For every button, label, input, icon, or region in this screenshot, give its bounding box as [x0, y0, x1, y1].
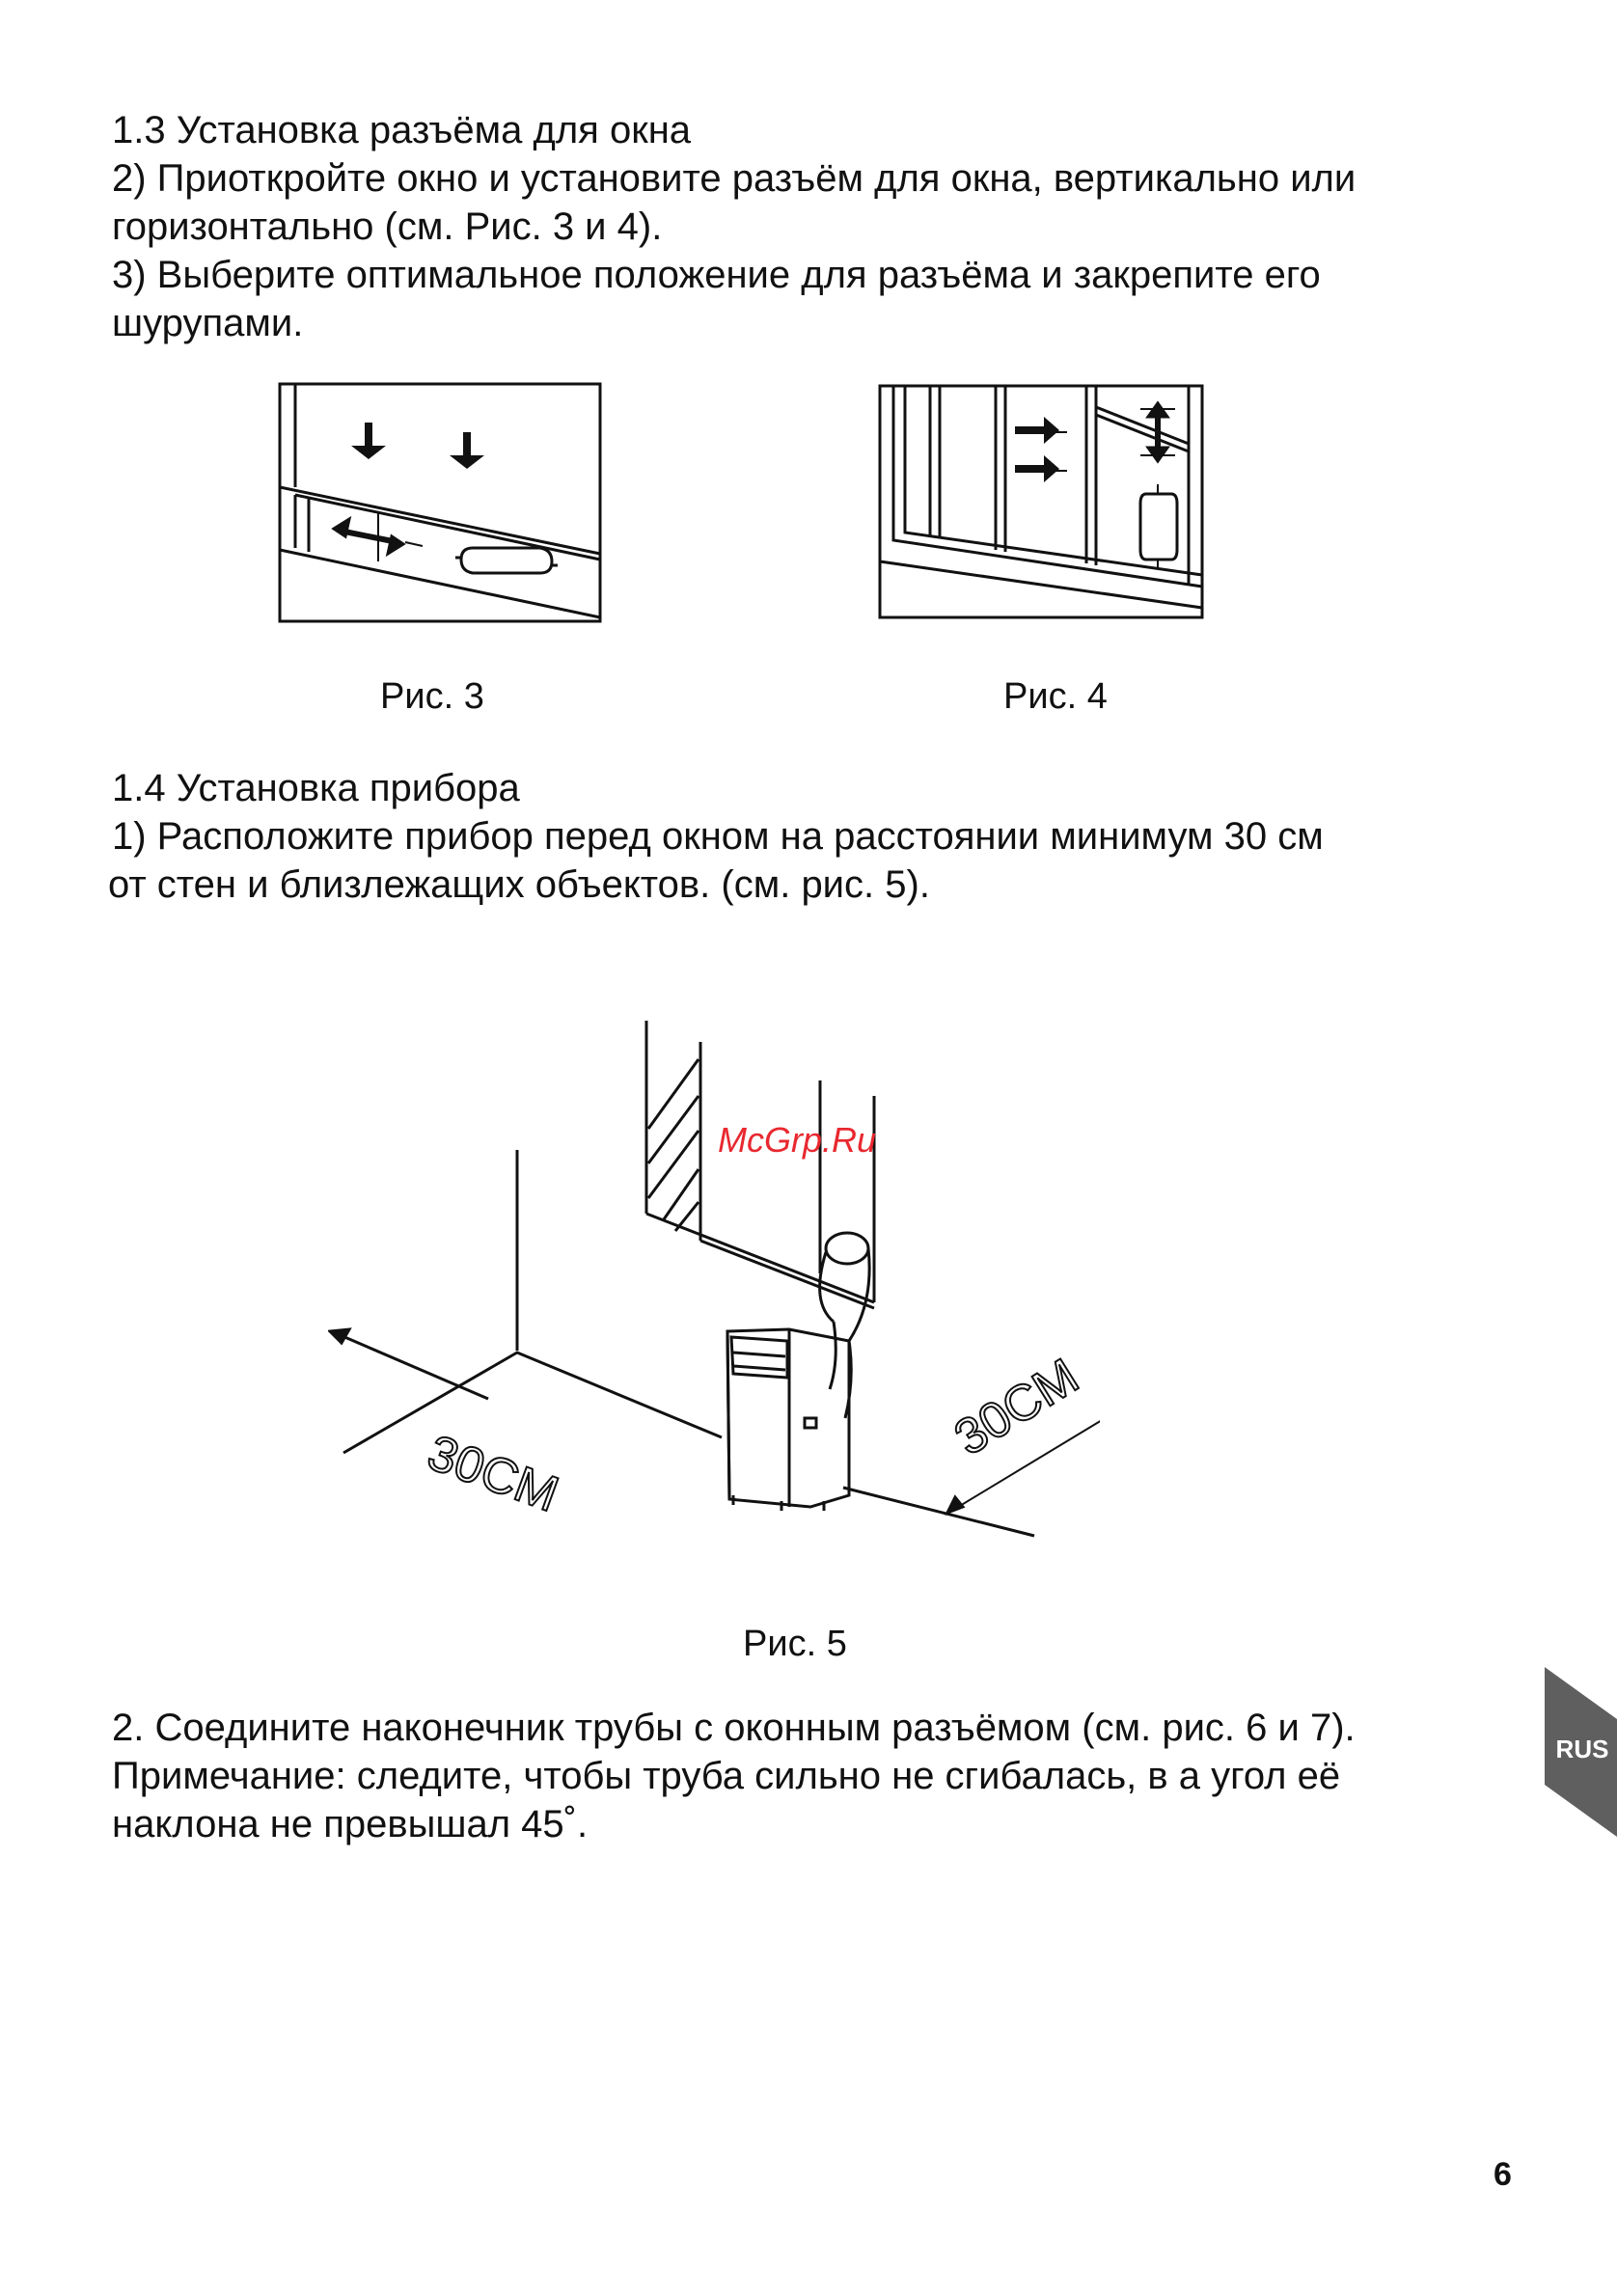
- step-2-line-1: 2) Приоткройте окно и установите разъём …: [112, 157, 1357, 200]
- step-3-line-1: 3) Выберите оптимальное положение для ра…: [112, 254, 1321, 296]
- section-2-line-1: 2. Соедините наконечник трубы с оконным …: [112, 1707, 1356, 1749]
- section-heading-1-3: 1.3 Установка разъёма для окна: [112, 109, 692, 151]
- section-2-line-2: Примечание: следите, чтобы труба сильно …: [112, 1755, 1341, 1797]
- figure-5-dimension-left: 30CM: [421, 1425, 565, 1523]
- figure-5-installation-clearance: 30CM 30CM McGrp.Ru: [328, 1013, 1100, 1553]
- figure-4-caption: Рис. 4: [1003, 676, 1108, 717]
- watermark: McGrp.Ru: [718, 1120, 876, 1160]
- language-tab: [1545, 1667, 1617, 1837]
- figure-3-caption: Рис. 3: [380, 676, 484, 717]
- figure-5-dimension-right: 30CM: [946, 1348, 1088, 1466]
- step-3-line-2: шурупами.: [112, 302, 304, 344]
- page-number: 6: [1494, 2156, 1512, 2193]
- step-1-line-1: 1) Расположите прибор перед окном на рас…: [112, 815, 1324, 858]
- step-1-line-2: от стен и близлежащих объектов. (см. рис…: [108, 863, 930, 906]
- language-tab-label: RUS: [1555, 1735, 1609, 1763]
- step-2-line-2: горизонтально (см. Рис. 3 и 4).: [112, 205, 663, 248]
- figure-4-window-vertical: [870, 376, 1208, 627]
- section-heading-1-4: 1.4 Установка прибора: [112, 767, 520, 809]
- figure-3-window-horizontal: [270, 376, 608, 627]
- section-2-line-3: наклона не превышал 45˚.: [112, 1803, 589, 1845]
- figure-5-caption: Рис. 5: [743, 1624, 847, 1664]
